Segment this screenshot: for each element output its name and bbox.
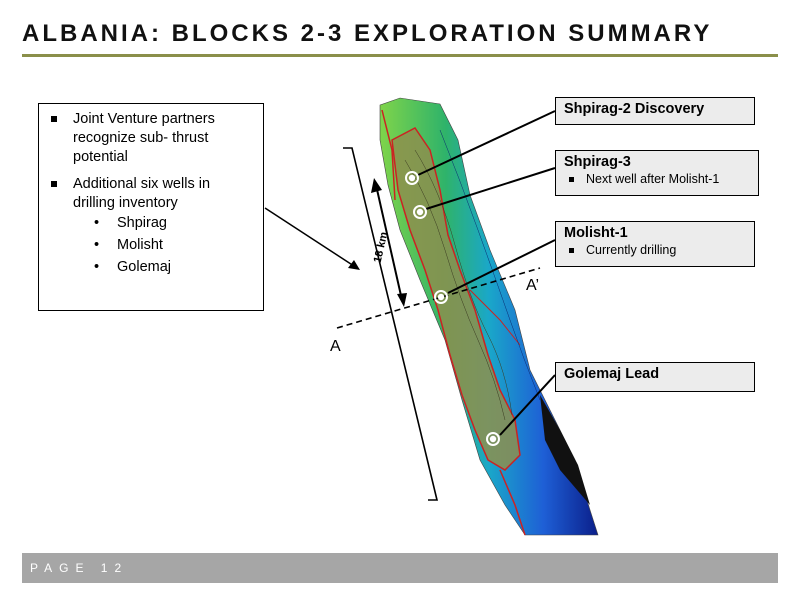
callout-shpirag-3: Shpirag-3 Next well after Molisht-1	[555, 150, 759, 196]
page-title: ALBANIA: BLOCKS 2-3 EXPLORATION SUMMARY	[22, 20, 713, 47]
well-item-molisht: Molisht	[73, 236, 255, 255]
callout-shpirag-3-title: Shpirag-3	[564, 154, 631, 170]
callout-molisht-1-note: Currently drilling	[564, 243, 746, 257]
well-marker-shpirag-2	[405, 171, 419, 185]
callout-shpirag-3-note: Next well after Molisht-1	[564, 172, 750, 186]
callout-molisht-1-title: Molisht-1	[564, 225, 628, 241]
map-extent-bracket	[343, 147, 439, 501]
scale-arrow	[375, 184, 403, 301]
scale-label: 18 km	[372, 231, 391, 264]
thrust-block-outline	[391, 127, 521, 471]
callout-molisht-1: Molisht-1 Currently drilling	[555, 221, 755, 267]
callout-golemaj: Golemaj Lead	[555, 362, 755, 392]
well-marker-shpirag-3	[413, 205, 427, 219]
well-item-golemaj: Golemaj	[73, 258, 255, 277]
page-number: PAGE 12	[30, 561, 129, 575]
well-marker-golemaj	[486, 432, 500, 446]
well-item-shpirag: Shpirag	[73, 214, 255, 233]
bullet-additional-wells: Additional six wells in drilling invento…	[47, 175, 255, 277]
title-rule	[22, 54, 778, 57]
callout-shpirag-2: Shpirag-2 Discovery	[555, 97, 755, 125]
callout-shpirag-2-title: Shpirag-2 Discovery	[564, 101, 705, 117]
callout-golemaj-title: Golemaj Lead	[564, 366, 660, 382]
section-label-a-prime: A’	[526, 277, 540, 294]
summary-box: Joint Venture partners recognize sub- th…	[38, 103, 264, 311]
page-footer: PAGE 12	[22, 553, 778, 583]
bullet-jv-partners: Joint Venture partners recognize sub- th…	[47, 110, 255, 167]
well-marker-molisht-1	[434, 290, 448, 304]
bullet-additional-wells-text: Additional six wells in drilling invento…	[73, 176, 211, 211]
well-list: Shpirag Molisht Golemaj	[73, 214, 255, 277]
section-label-a: A	[330, 338, 341, 355]
